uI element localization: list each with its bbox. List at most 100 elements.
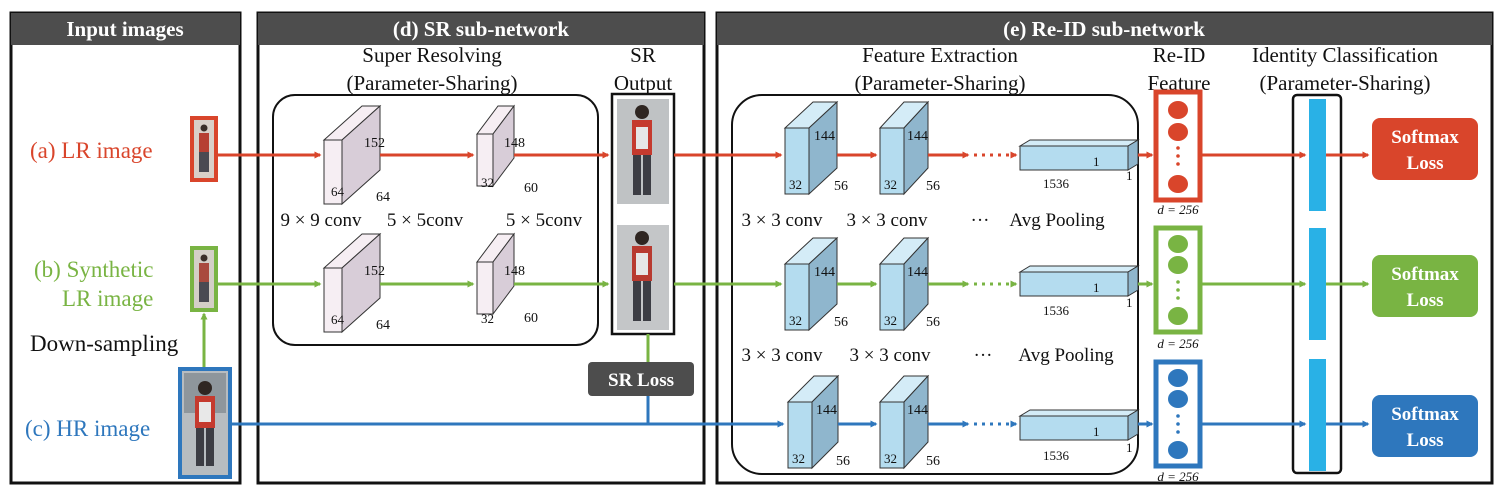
reid-conv-a-label-2: 3 × 3 conv [742,345,823,366]
reid-cube-2-synthetic-dim-b: 32 [884,313,897,328]
ic-classifier-lr [1309,99,1326,211]
reid-cube-2-synthetic-dim-a: 144 [907,265,928,280]
fe-title-line2: (Parameter-Sharing) [854,71,1025,95]
sr-cube-1-lr-dim-c: 64 [376,190,390,205]
reid-cube-2-hr-dim-b: 32 [884,451,897,466]
reid-cube-2-hr [878,374,930,470]
sr-output-image-lr [617,99,669,204]
reid-panel-title: (e) Re-ID sub-network [1003,17,1205,41]
sr-cube-2-lr [476,104,515,188]
sr-output-image-synthetic [617,225,669,330]
sr-conv3-label: 5 × 5conv [506,210,583,231]
reid-pool-vector-synthetic-dim-a: 1 [1093,280,1100,295]
reid-pool-vector-lr-dim-a: 1 [1093,154,1100,169]
reid-pool-vector-lr-dim-b: 1536 [1043,176,1070,191]
reid-feature-vector-lr [1153,89,1203,203]
reid-cube-1-lr-dim-a: 144 [814,129,835,144]
reid-ellipsis-1: ··· [971,210,990,231]
hr-image-thumbnail [178,367,232,479]
reid-pool-vector-lr [1018,139,1140,171]
reid-cube-1-hr-dim-b: 32 [792,451,805,466]
sr-conv2-label: 5 × 5conv [387,210,464,231]
sr-loss-label: SR Loss [608,370,674,391]
sr-cube-1-synthetic [322,232,382,334]
softmax-loss-hr-line1: Softmax [1391,404,1459,425]
reid-cube-2-synthetic [878,236,930,332]
sr-cube-1-synthetic-dim-c: 64 [376,318,390,333]
reid-cube-2-synthetic-dim-c: 56 [926,315,940,330]
reid-pool-vector-hr [1018,409,1140,441]
softmax-loss-lr: Softmax Loss [1372,118,1478,180]
reid-pool-vector-hr-dim-b: 1536 [1043,448,1070,463]
sr-cube-1-lr-dim-b: 64 [331,184,345,199]
synthetic-image-thumbnail [190,246,218,312]
sr-cube-2-lr-dim-c: 60 [524,181,538,196]
reid-pool-vector-synthetic-dim-b: 1536 [1043,303,1070,318]
input-panel: Input images [9,11,242,485]
reid-pool-label-1: Avg Pooling [1009,210,1105,231]
reid-cube-1-hr-dim-c: 56 [836,454,850,469]
downsampling-label: Down-sampling [30,331,179,356]
reid-cube-1-synthetic [783,236,839,332]
sr-cube-1-lr [322,104,382,206]
ic-classifier-hr [1309,359,1326,471]
sr-cube-1-synthetic-dim-b: 64 [331,312,345,327]
reid-pool-vector-synthetic [1018,265,1140,297]
lr-image-thumbnail [190,116,218,182]
sr-cube-1-lr-dim-a: 152 [364,136,385,151]
reid-cube-1-synthetic-dim-c: 56 [834,315,848,330]
reid-cube-1-lr-dim-c: 56 [834,179,848,194]
input-panel-title: Input images [66,17,183,41]
reid-conv-a-label-1: 3 × 3 conv [742,210,823,231]
reid-cube-2-lr [878,100,930,196]
reid-cube-1-synthetic-dim-b: 32 [789,313,802,328]
reid-feature-dim-synthetic: d = 256 [1157,336,1199,351]
reid-pool-vector-hr-dim-c: 1 [1126,440,1133,455]
sr-loss-box: SR Loss [588,362,694,396]
reid-cube-1-lr [783,100,839,196]
reid-cube-2-hr-dim-a: 144 [907,403,928,418]
reid-cube-1-lr-dim-b: 32 [789,177,802,192]
sr-block-frame [272,94,599,346]
reid-cube-2-lr-dim-b: 32 [884,177,897,192]
sr-conv1-label: 9 × 9 conv [281,210,362,231]
sr-output-frame [610,92,676,336]
softmax-loss-lr-line2: Loss [1407,153,1444,174]
ic-title-line2: (Parameter-Sharing) [1259,71,1430,95]
sr-block-title-line2: (Parameter-Sharing) [346,71,517,95]
hr-image-label: (c) HR image [25,416,150,441]
synthetic-label-line1: (b) Synthetic [34,257,153,282]
reid-panel: (e) Re-ID sub-network [715,11,1494,485]
reid-conv-b-label-2: 3 × 3 conv [850,345,931,366]
sr-cube-2-synthetic-dim-a: 148 [504,264,525,279]
synthetic-label-line2: LR image [62,286,153,311]
reid-feature-title-line1: Re-ID [1153,43,1205,67]
reid-cube-1-hr [786,374,840,470]
sr-cube-2-synthetic-dim-b: 32 [481,311,494,326]
sr-cube-2-lr-dim-a: 148 [504,136,525,151]
softmax-loss-synthetic-line2: Loss [1407,290,1444,311]
ic-classifier-synthetic [1309,228,1326,340]
reid-ellipsis-2: ··· [974,345,993,366]
reid-cube-1-hr-dim-a: 144 [816,403,837,418]
reid-cube-2-lr-dim-a: 144 [907,129,928,144]
softmax-loss-synthetic: Softmax Loss [1372,255,1478,317]
fe-title-line1: Feature Extraction [862,43,1018,67]
ic-title-line1: Identity Classification [1252,43,1439,67]
reid-pool-vector-synthetic-dim-c: 1 [1126,295,1133,310]
softmax-loss-lr-line1: Softmax [1391,127,1459,148]
sr-cube-2-synthetic-dim-c: 60 [524,311,538,326]
sr-panel-title: (d) SR sub-network [393,17,570,41]
sr-output-title-line2: Output [614,71,673,95]
softmax-loss-hr: Softmax Loss [1372,395,1478,457]
softmax-loss-hr-line2: Loss [1407,430,1444,451]
reid-cube-1-synthetic-dim-a: 144 [814,265,835,280]
reid-feature-vector-synthetic [1153,225,1203,335]
reid-cube-2-lr-dim-c: 56 [926,179,940,194]
sr-cube-2-synthetic [476,232,515,316]
sr-cube-2-lr-dim-b: 32 [481,175,494,190]
sr-panel: (d) SR sub-network [256,11,706,485]
reid-pool-vector-hr-dim-a: 1 [1093,424,1100,439]
softmax-loss-synthetic-line1: Softmax [1391,264,1459,285]
